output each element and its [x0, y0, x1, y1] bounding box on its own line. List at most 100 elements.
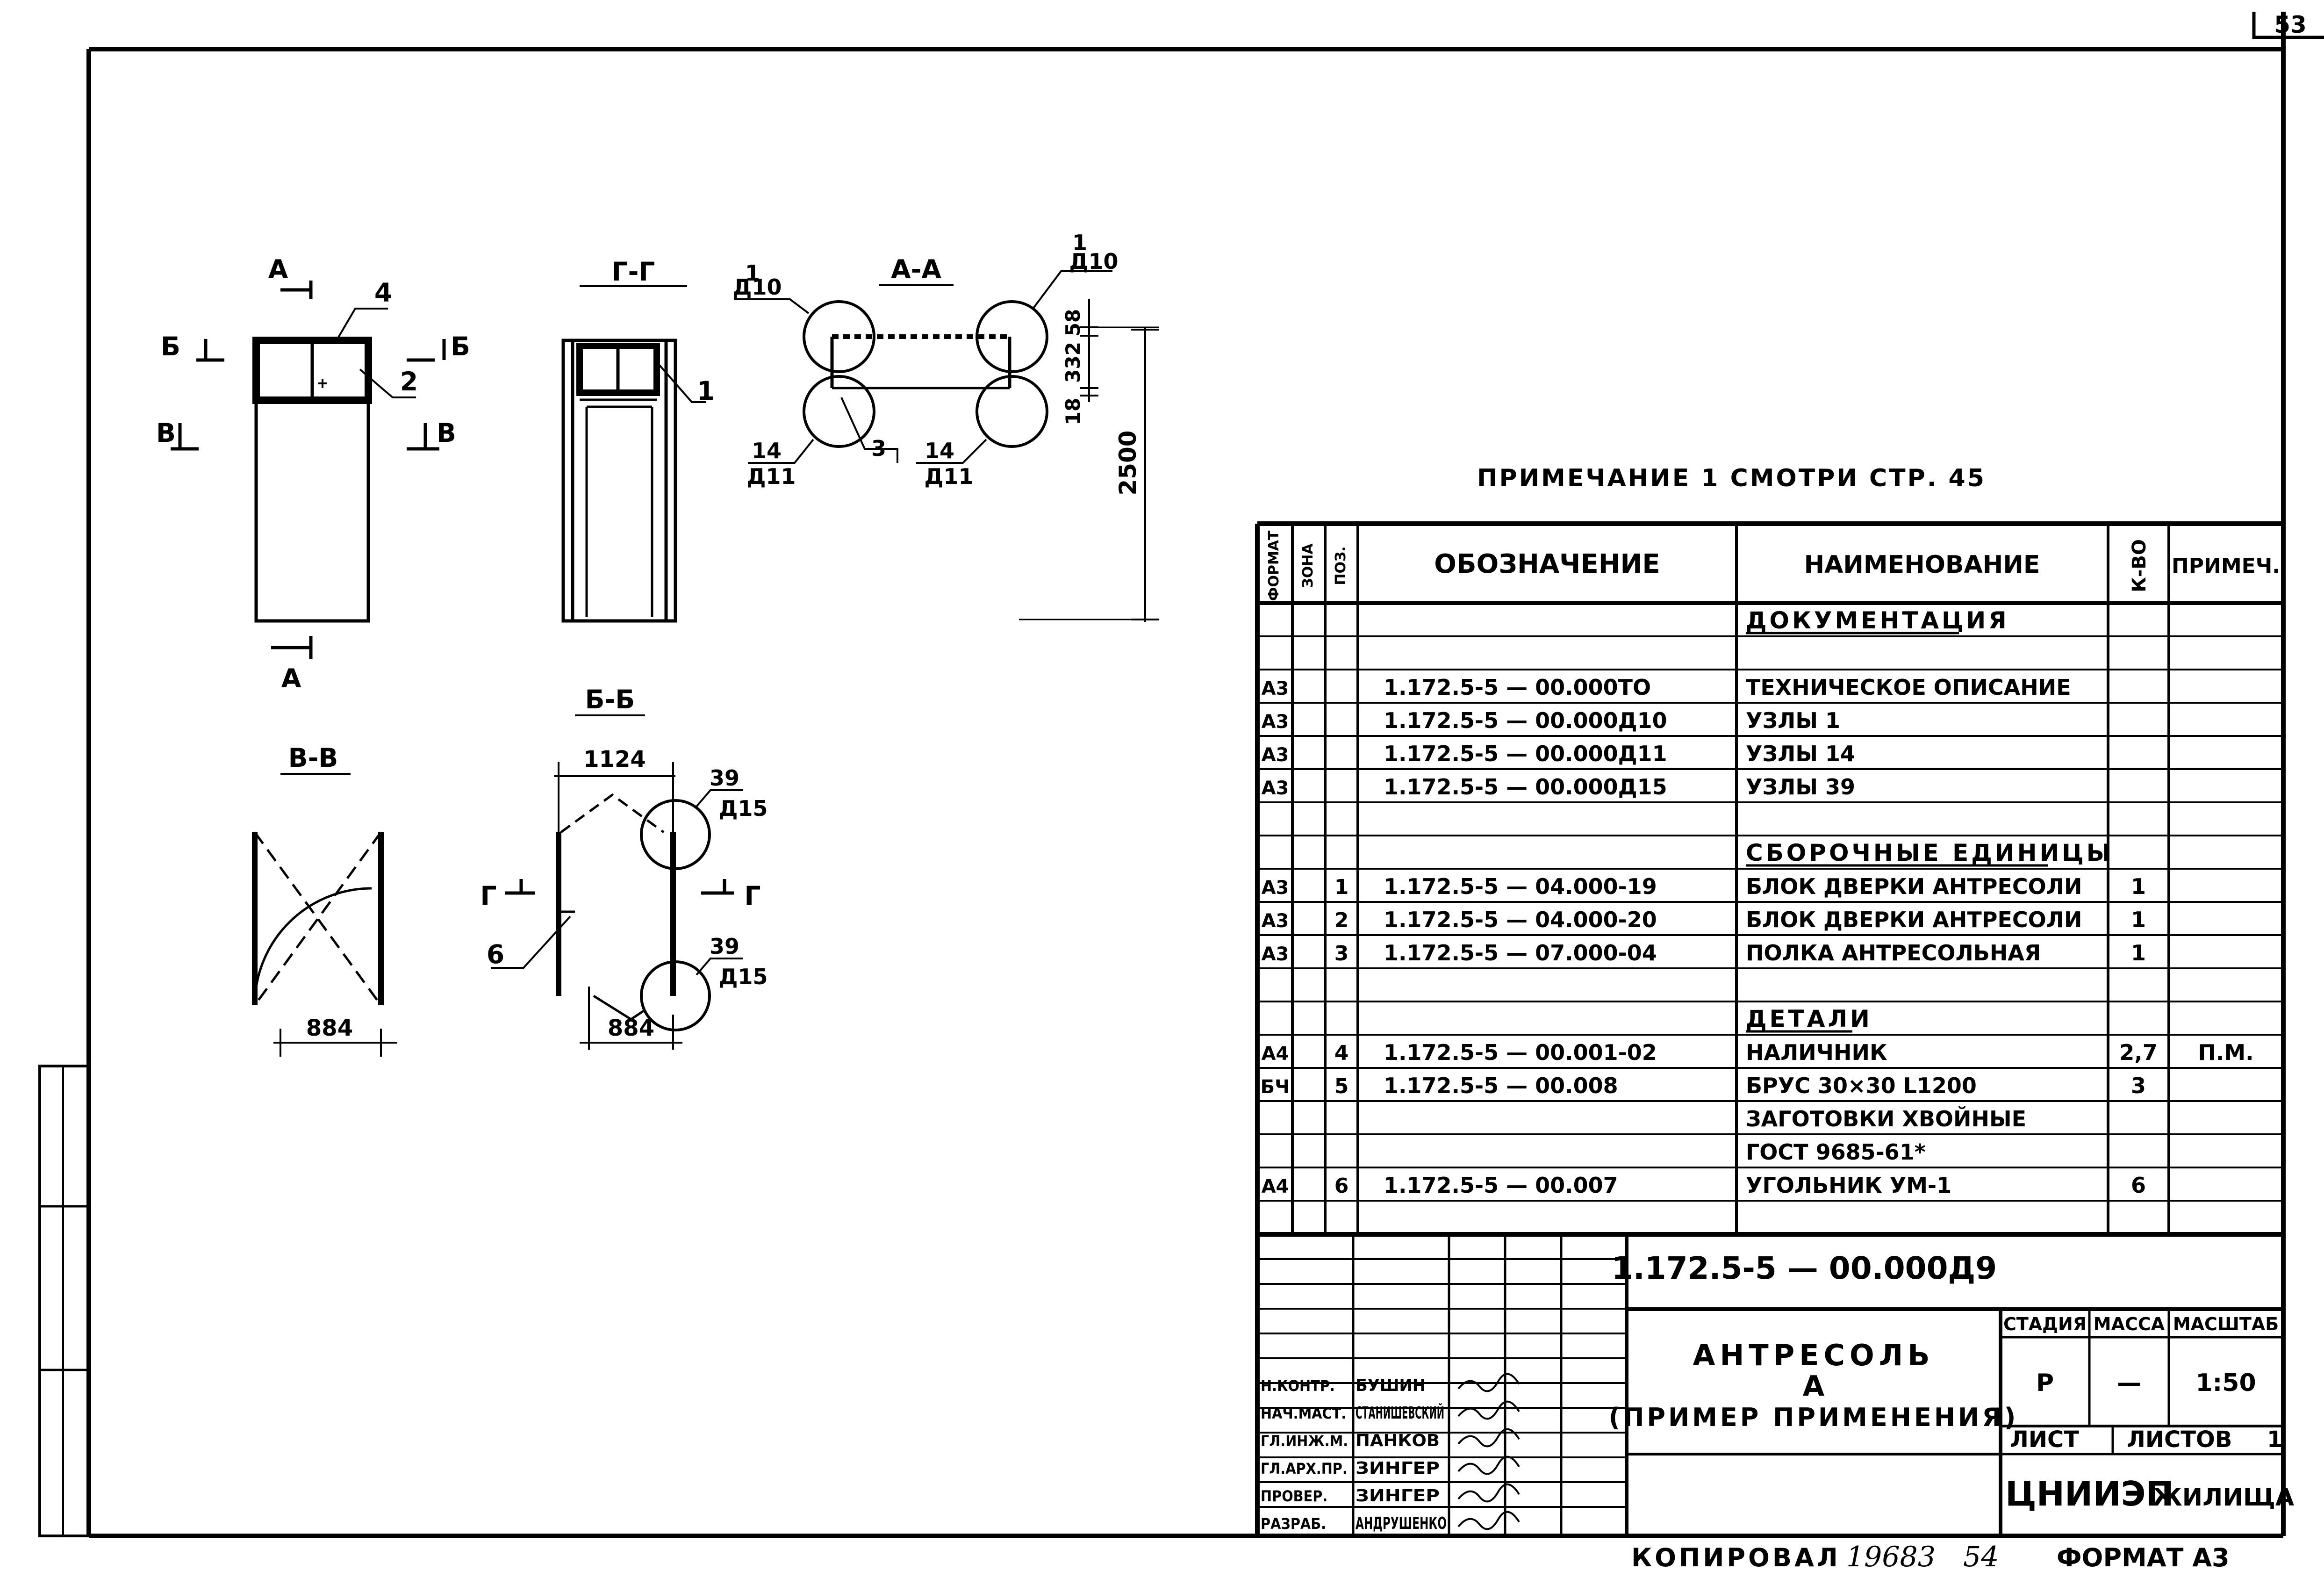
header-format: ФОРМАТ	[1266, 530, 1282, 601]
row-designation: 1.172.5-5 — 00.001-02	[1384, 1040, 1657, 1065]
row-format: А3	[1262, 678, 1289, 699]
header-note: ПРИМЕЧ.	[2172, 554, 2280, 578]
row-designation: 1.172.5-5 — 00.008	[1384, 1073, 1618, 1098]
row-pos: 1	[1334, 875, 1349, 899]
row-format: А4	[1262, 1043, 1289, 1065]
row-name: ГОСТ 9685-61*	[1746, 1139, 1926, 1165]
handwritten-signature	[1457, 1483, 1520, 1503]
organization-main: ЦНИИЭП	[2005, 1474, 2174, 1513]
signature-role: ГЛ.АРХ.ПР.	[1261, 1460, 1348, 1477]
bb-pos-6: 6	[487, 939, 504, 969]
signature-name: БУШИН	[1356, 1376, 1426, 1395]
signature-role: ГЛ.ИНЖ.М.	[1261, 1432, 1348, 1450]
row-format: А3	[1262, 944, 1289, 965]
row-format: А3	[1262, 711, 1289, 733]
copy-number: 19683	[1846, 1541, 1936, 1573]
page-number-box: 53	[2252, 11, 2324, 39]
stage-value: Р	[2036, 1369, 2054, 1397]
row-pos: 2	[1334, 908, 1349, 932]
aa-node14-right-num: 14	[925, 438, 954, 463]
page-number: 53	[2274, 11, 2307, 38]
aa-node1-left-ref: Д10	[733, 274, 782, 300]
bb-node39-top-num: 39	[710, 765, 739, 791]
gg-pos-1: 1	[697, 376, 715, 406]
document-code: 1.172.5-5 — 00.000Д9	[1612, 1250, 1997, 1286]
aa-node14-left-ref: Д11	[747, 464, 796, 489]
scale-value: 1:50	[2195, 1369, 2256, 1397]
front-section-a-top: А	[268, 254, 288, 284]
bb-node39-top-ref: Д15	[719, 796, 768, 821]
row-name: ЗАГОТОВКИ ХВОЙНЫЕ	[1746, 1106, 2026, 1131]
front-pos-4: 4	[374, 278, 392, 308]
row-section-title: ДЕТАЛИ	[1746, 1005, 1872, 1032]
aa-node14-right-ref: Д11	[925, 464, 974, 489]
signature-name: ПАНКОВ	[1356, 1431, 1440, 1450]
bb-section-g-left: Г	[480, 881, 496, 911]
copied-label: КОПИРОВАЛ	[1631, 1543, 1841, 1572]
aa-view	[734, 270, 1159, 622]
row-section-title: ДОКУМЕНТАЦИЯ	[1746, 607, 2009, 634]
aa-node14-left-num: 14	[752, 438, 782, 463]
aa-node1-left-num: 1	[745, 260, 760, 286]
bb-dim-1124: 1124	[583, 746, 646, 772]
row-section-title: СБОРОЧНЫЕ ЕДИНИЦЫ	[1746, 839, 2114, 866]
bb-dim-884: 884	[608, 1015, 654, 1041]
stage-label: СТАДИЯ	[2003, 1314, 2087, 1334]
signature-role: РАЗРАБ.	[1261, 1515, 1326, 1533]
aa-dim-18: 18	[1062, 398, 1084, 425]
handwritten-signature	[1457, 1428, 1520, 1448]
signature-role: НАЧ.МАСТ.	[1261, 1405, 1346, 1422]
sheets-label: ЛИСТОВ	[2127, 1427, 2232, 1453]
row-name: БЛОК ДВЕРКИ АНТРЕСОЛИ	[1746, 907, 2082, 932]
row-note: П.М.	[2198, 1040, 2253, 1065]
title-line-3: (ПРИМЕР ПРИМЕНЕНИЯ)	[1609, 1403, 2019, 1432]
row-name: НАЛИЧНИК	[1746, 1040, 1887, 1065]
signature-rows: Н.КОНТР. БУШИН НАЧ.МАСТ. СТАНИШЕВСКИЙ ГЛ.ИНЖ…	[1257, 1233, 1627, 1533]
row-pos: 3	[1334, 942, 1349, 966]
row-format: А3	[1262, 877, 1289, 899]
vv-title: В-В	[288, 743, 338, 773]
row-qty: 1	[2131, 940, 2146, 966]
bb-view	[491, 762, 743, 1050]
scale-label: МАСШТАБ	[2173, 1314, 2279, 1334]
aa-pos-3: 3	[871, 436, 886, 461]
row-pos: 6	[1334, 1174, 1349, 1198]
row-format: А3	[1262, 744, 1289, 766]
row-name: УГОЛЬНИК УМ-1	[1746, 1173, 1951, 1198]
title-line-2: А	[1803, 1370, 1825, 1403]
row-pos: 4	[1334, 1041, 1349, 1065]
row-name: ТЕХНИЧЕСКОЕ ОПИСАНИЕ	[1746, 675, 2071, 700]
row-format: А3	[1262, 778, 1289, 799]
note-text: ПРИМЕЧАНИЕ 1 СМОТРИ СТР. 45	[1477, 464, 1986, 492]
row-name: УЗЛЫ 39	[1746, 774, 1855, 800]
binding-strip	[38, 1065, 90, 1537]
mass-value: —	[2117, 1369, 2141, 1397]
bb-node39-bottom-ref: Д15	[719, 964, 768, 989]
front-section-v-left: В	[156, 418, 176, 448]
row-name: ПОЛКА АНТРЕСОЛЬНАЯ	[1746, 940, 2041, 966]
front-section-b-left: Б	[161, 331, 180, 361]
row-pos: 5	[1334, 1074, 1349, 1098]
handwritten-signature	[1457, 1511, 1520, 1530]
row-designation: 1.172.5-5 — 00.000Д10	[1384, 708, 1667, 733]
header-designation: ОБОЗНАЧЕНИЕ	[1434, 549, 1660, 579]
gg-title: Г-Г	[612, 257, 655, 287]
header-name: НАИМЕНОВАНИЕ	[1804, 551, 2040, 579]
handwritten-signature	[1457, 1456, 1520, 1475]
signature-role: Н.КОНТР.	[1261, 1377, 1335, 1395]
vv-dim-884: 884	[306, 1015, 353, 1041]
signature-name: ЗИНГЕР	[1356, 1486, 1440, 1506]
row-name: УЗЛЫ 14	[1746, 741, 1855, 766]
signature-name: СТАНИШЕВСКИЙ	[1356, 1403, 1444, 1423]
bb-title: Б-Б	[585, 685, 635, 714]
aa-dim-332: 332	[1062, 342, 1084, 383]
aa-title: А-А	[891, 254, 941, 284]
row-qty: 6	[2131, 1173, 2146, 1198]
front-view	[171, 281, 446, 659]
vv-view	[252, 831, 397, 1057]
row-format: БЧ	[1261, 1076, 1290, 1098]
mass-label: МАССА	[2094, 1314, 2165, 1334]
format-label: ФОРМАТ А3	[2057, 1543, 2230, 1572]
row-designation: 1.172.5-5 — 04.000-20	[1384, 907, 1657, 932]
